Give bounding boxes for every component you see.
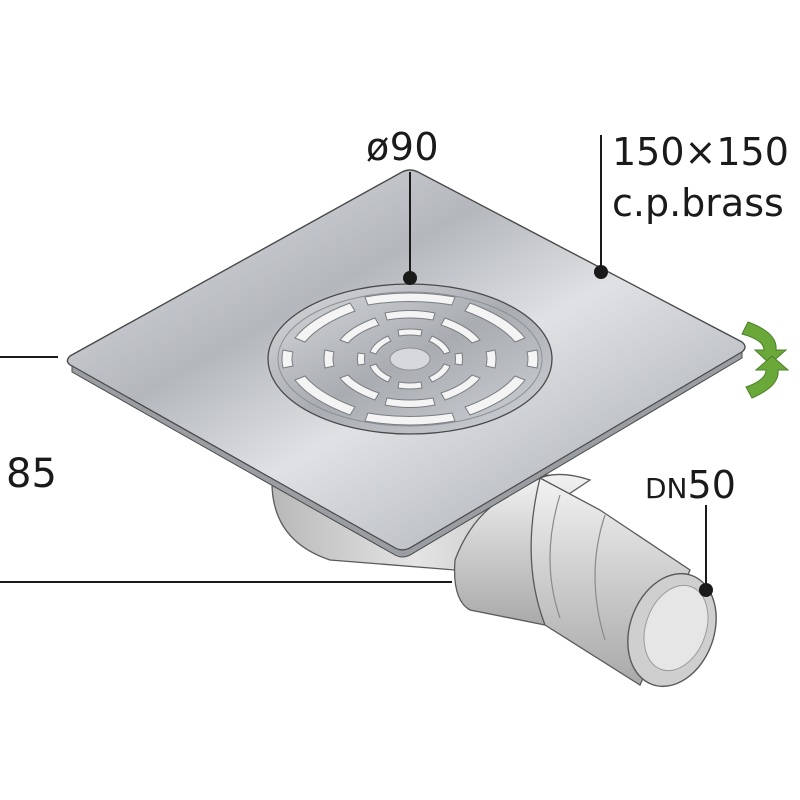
grate-diameter-label: ø90	[366, 125, 440, 169]
leader-plate	[594, 135, 608, 279]
leader-dot	[594, 265, 608, 279]
outlet-size-label: DN50	[645, 466, 736, 504]
rotate-arrows-icon	[741, 321, 790, 399]
plate-size-label: 150×150	[612, 130, 789, 174]
leader-dot	[699, 583, 713, 597]
height-dimension	[0, 356, 452, 583]
outlet-prefix: DN	[645, 472, 688, 505]
plate-material-label: c.p.brass	[612, 181, 784, 225]
round-grate	[267, 283, 553, 435]
outlet-value: 50	[687, 463, 736, 507]
height-label: 85	[6, 451, 57, 497]
leader-outlet	[699, 505, 713, 597]
outlet-pipe	[453, 473, 717, 688]
leader-dot	[403, 271, 417, 285]
leader-ø90	[403, 172, 417, 285]
